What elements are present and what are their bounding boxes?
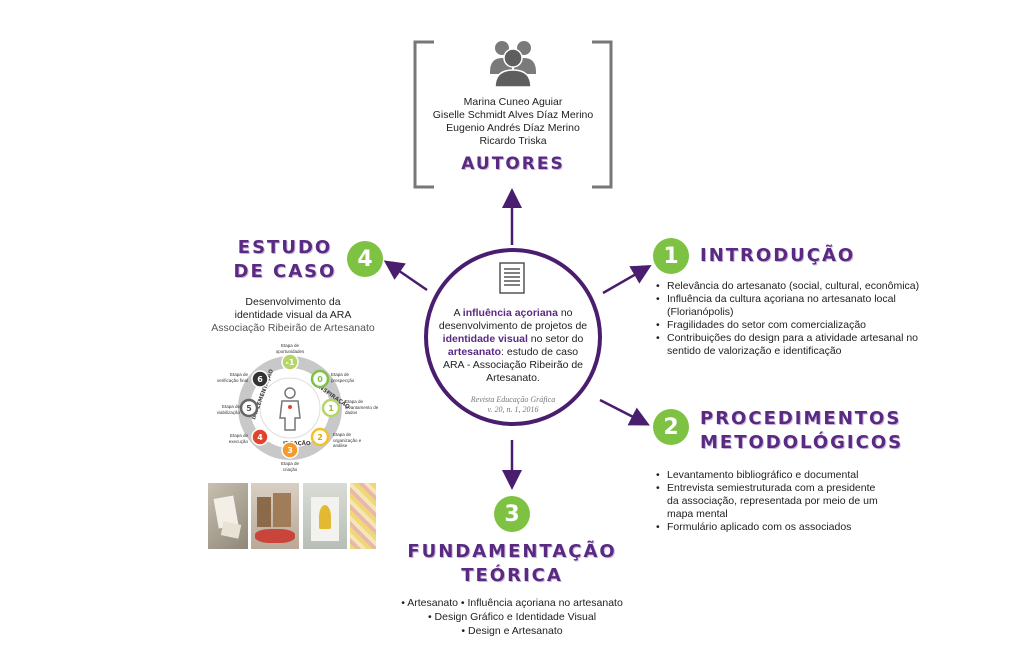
svg-text:3: 3 (287, 446, 293, 455)
authors-block: Marina Cuneo Aguiar Giselle Schmidt Alve… (412, 96, 614, 174)
cycle-label-verificacao: Etapa de verificação final (216, 372, 248, 383)
cycle-label-viabilizacao: Etapa de viabilização (216, 404, 240, 415)
step-0: 0 (310, 369, 330, 389)
cycle-label-organizacao: Etapa de organização e análise (333, 432, 362, 448)
photo-business-cards (208, 483, 248, 549)
section-4-description: Desenvolvimento da identidade visual da … (200, 296, 386, 335)
highlight-artesanato: artesanato (447, 346, 502, 358)
svg-text:4: 4 (257, 433, 263, 442)
section-2-list: Levantamento bibliográfico e documental … (656, 469, 886, 534)
list-item: Influência da cultura açoriana no artesa… (656, 293, 946, 319)
author-name: Eugenio Andrés Díaz Merino (446, 122, 580, 134)
author-name: Ricardo Triska (479, 135, 547, 147)
group-users-icon (490, 41, 536, 88)
center-text-part: A (453, 307, 463, 319)
section-1-title: INTRODUÇÃO (700, 245, 856, 266)
section-2-title-line: METODOLÓGICOS (700, 432, 904, 453)
cycle-label-levantamento: Etapa de levantamento de dados (345, 399, 379, 415)
desc-line: identidade visual da ARA (234, 309, 352, 321)
section-4-title-line: ESTUDO (237, 237, 333, 258)
list-item: Entrevista semiestruturada com a preside… (656, 482, 886, 521)
source-journal: Revista Educação Gráfica (470, 395, 556, 404)
svg-text:0: 0 (317, 375, 323, 384)
section-4-title: ESTUDO DE CASO (230, 236, 340, 284)
section-3-title-line: TEÓRICA (461, 565, 563, 586)
center-text-part: no setor do (527, 333, 584, 345)
list-item: Formulário aplicado com os associados (656, 521, 886, 534)
list-item: Levantamento bibliográfico e documental (656, 469, 886, 482)
authors-title: AUTORES (461, 154, 565, 174)
svg-text:6: 6 (257, 375, 263, 384)
section-2-number: 2 (653, 409, 689, 445)
authors-bracket (413, 40, 613, 189)
photo-pattern (350, 483, 376, 549)
center-text-part: : estudo de caso ARA - Associação Ribeir… (442, 346, 584, 384)
step-5: 5 (239, 398, 259, 418)
center-circle (424, 248, 602, 426)
source-issue: v. 20, n. 1, 2016 (487, 405, 539, 414)
svg-text:2: 2 (317, 433, 323, 442)
list-item: Relevância do artesanato (social, cultur… (656, 280, 946, 293)
cycle-label-criacao: Etapa de criação (280, 461, 299, 472)
step-6: 6 (251, 370, 269, 388)
svg-text:-1: -1 (286, 358, 295, 367)
highlight-identidade: identidade visual (442, 333, 528, 345)
cycle-label-prospeccao: Etapa de prospecção (331, 372, 355, 383)
design-cycle-diagram: INSPIRAÇÃO IDEAÇÃO IMPLEMENTAÇÃO -1 0 1 … (238, 353, 351, 460)
desc-line: Desenvolvimento da (245, 296, 341, 308)
list-item: • Design e Artesanato (461, 625, 563, 637)
section-3-title: FUNDAMENTAÇÃO TEÓRICA (362, 540, 662, 588)
section-3-number: 3 (494, 496, 530, 532)
highlight-influencia: influência açoriana (462, 307, 558, 319)
section-4-title-line: DE CASO (233, 261, 337, 282)
center-source: Revista Educação Gráfica v. 20, n. 1, 20… (436, 395, 590, 415)
svg-text:5: 5 (246, 404, 252, 413)
section-4-number: 4 (347, 241, 383, 277)
cycle-label-execucao: Etapa de execução (228, 433, 248, 444)
step-1: 1 (321, 398, 341, 418)
document-icon (499, 262, 525, 294)
author-name: Marina Cuneo Aguiar (463, 96, 563, 108)
section-3-title-line: FUNDAMENTAÇÃO (407, 541, 617, 562)
author-name: Giselle Schmidt Alves Díaz Merino (432, 109, 594, 121)
step-3: 3 (281, 441, 299, 459)
cycle-label-oportunidades: Etapa de oportunidades (275, 343, 305, 354)
section-3-list: • Artesanato • Influência açoriana no ar… (362, 596, 662, 638)
center-text-part: no desenvolvimento de projetos de (438, 307, 588, 332)
desc-line: Associação Ribeirão de Artesanato (211, 322, 375, 334)
list-item: Fragilidades do setor com comercializaçã… (656, 319, 946, 332)
person-icon (279, 387, 301, 431)
section-1-list: Relevância do artesanato (social, cultur… (656, 280, 946, 358)
photo-bags (251, 483, 299, 549)
section-2-title-line: PROCEDIMENTOS (700, 408, 902, 429)
photo-tote-bag (303, 483, 347, 549)
phase-ideacao: IDEAÇÃO (283, 440, 311, 447)
list-item: Contribuições do design para a atividade… (656, 332, 946, 358)
section-1-number: 1 (653, 238, 689, 274)
svg-text:1: 1 (328, 404, 334, 413)
step-minus-1: -1 (281, 353, 299, 371)
step-2: 2 (310, 427, 330, 447)
section-2-title: PROCEDIMENTOS METODOLÓGICOS (700, 407, 903, 455)
center-text: A influência açoriana no desenvolvimento… (436, 307, 590, 385)
list-item: • Artesanato • Influência açoriana no ar… (401, 597, 623, 609)
step-4: 4 (251, 428, 269, 446)
list-item: • Design Gráfico e Identidade Visual (427, 611, 597, 623)
